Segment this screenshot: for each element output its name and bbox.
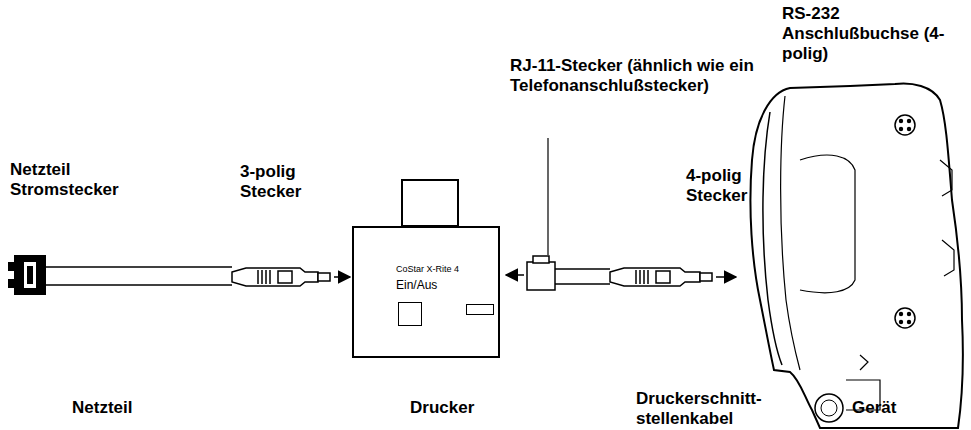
arrow	[334, 276, 350, 278]
arrow	[716, 276, 736, 278]
part-label: RJ-11-Stecker (ähnlich wie ein Telefonan…	[510, 56, 780, 96]
rs232-socket	[895, 115, 915, 328]
power-cable	[46, 267, 232, 285]
arrow	[506, 274, 524, 276]
rj11-plug	[527, 138, 555, 290]
part-label: 3-polig Stecker	[240, 162, 320, 202]
three-pin-connector	[232, 268, 330, 286]
power-switch	[398, 302, 422, 326]
four-pin-connector	[610, 268, 712, 286]
status-window	[466, 304, 494, 315]
power-plug	[8, 255, 46, 295]
part-label: RS-232 Anschlußbuchse (4-polig)	[782, 4, 962, 64]
part-label: Netzteil Stromstecker	[10, 160, 130, 200]
printer-box: CoStar X-Rite 4 Ein/Aus	[352, 226, 500, 358]
model-name: CoStar X-Rite 4	[396, 264, 459, 274]
part-label: Gerät	[852, 398, 952, 418]
printer-paper-slot	[402, 180, 458, 226]
part-label: Druckerschnitt- stellenkabel	[636, 389, 761, 429]
part-label: 4-polig Stecker	[686, 166, 766, 206]
part-label: Drucker	[410, 398, 530, 418]
interface-cable	[555, 269, 610, 284]
part-label: Netzteil	[72, 398, 192, 418]
switch-label: Ein/Aus	[396, 278, 437, 292]
device-body	[750, 84, 962, 428]
